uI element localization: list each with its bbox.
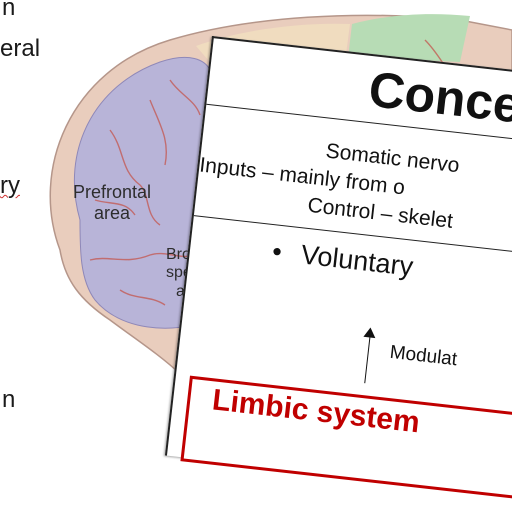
sensory-region (348, 14, 470, 62)
left-text-line3-word: ry (0, 172, 20, 199)
broca-label-line2: spee (166, 264, 201, 282)
prefrontal-label-line1: Prefrontal (62, 182, 162, 203)
motor-label: Motor (231, 52, 274, 72)
left-text-line3: ry (0, 174, 20, 198)
prefrontal-label-line2: area (62, 203, 162, 224)
left-text-line1: n (2, 0, 15, 20)
broca-label-line3: are (166, 283, 201, 301)
prefrontal-label: Prefrontal area (62, 182, 162, 223)
left-text-line4: n (2, 388, 15, 412)
left-text-line2: eral (0, 37, 40, 61)
broca-label-line1: Broc (166, 246, 201, 264)
broca-label: Broc spee are (166, 246, 201, 301)
